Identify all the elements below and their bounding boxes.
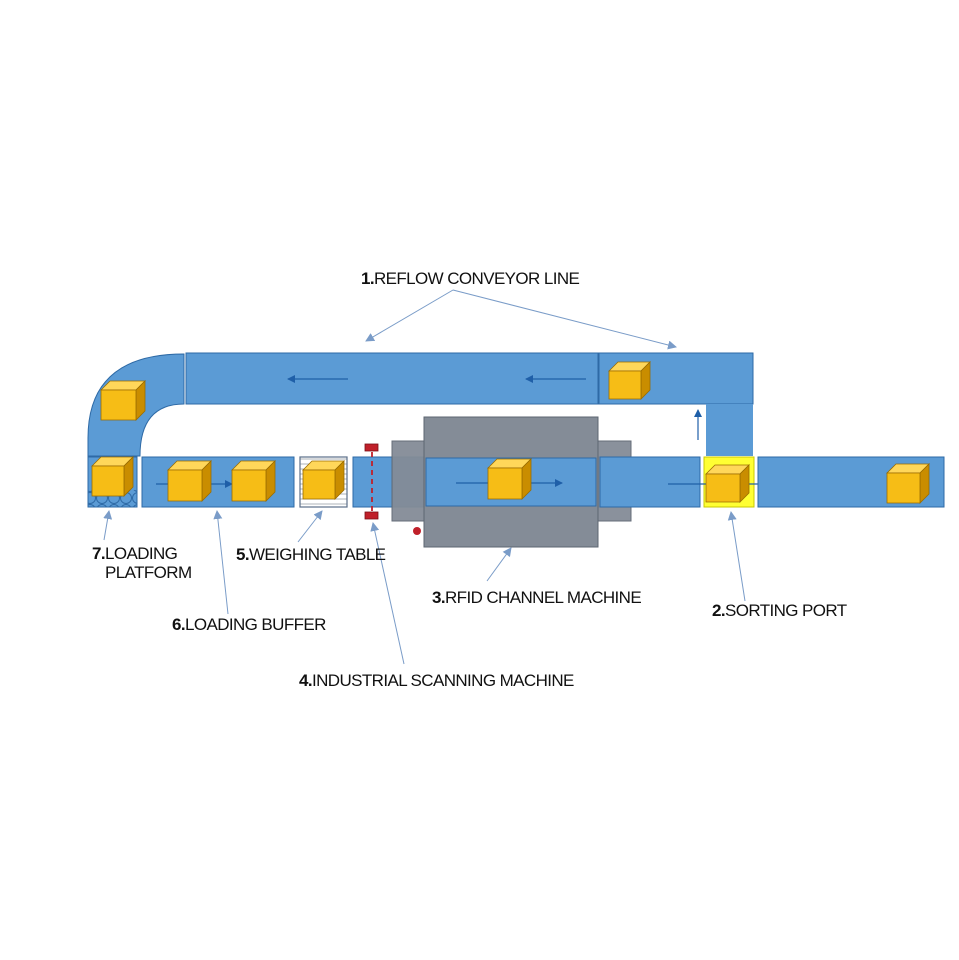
- parcel-box: [608, 361, 651, 400]
- parcel-box: [705, 464, 750, 503]
- reflow-conveyor: [87, 352, 754, 457]
- leader-rfid: [486, 547, 512, 582]
- sensor-dot: [413, 527, 421, 535]
- label-industrial-scanning-machine: 4.INDUSTRIAL SCANNING MACHINE: [299, 671, 574, 690]
- leader-reflow-left: [365, 289, 454, 342]
- leader-reflow-right: [452, 289, 677, 350]
- scanner-head-top: [364, 443, 379, 452]
- label-loading-buffer: 6.LOADING BUFFER: [172, 615, 326, 634]
- label-reflow-conveyor-line: 1.REFLOW CONVEYOR LINE: [361, 269, 580, 288]
- leader-sorting: [727, 511, 746, 602]
- rfid-side-plate-left: [391, 440, 425, 522]
- scanner-head-bottom: [364, 511, 379, 520]
- parcel-box: [167, 460, 212, 502]
- industrial-scanner: [364, 443, 421, 535]
- leader-lines: [103, 289, 746, 665]
- parcel-box: [100, 380, 146, 421]
- parcel-boxes: [91, 361, 930, 504]
- parcel-box: [487, 458, 532, 500]
- label-sorting-port: 2.SORTING PORT: [712, 601, 847, 620]
- label-weighing-table: 5.WEIGHING TABLE: [236, 545, 386, 564]
- leader-weighing: [297, 510, 323, 543]
- parcel-box: [886, 463, 930, 504]
- exit-conveyor-segment: [599, 456, 701, 508]
- parcel-box: [91, 456, 134, 497]
- leader-platform: [103, 510, 113, 541]
- leader-buffer: [213, 510, 229, 615]
- leader-scanning: [370, 522, 405, 665]
- parcel-box: [231, 460, 276, 502]
- parcel-box: [302, 460, 345, 500]
- reflow-riser-section: [706, 404, 753, 456]
- label-loading-platform-line1: 7.LOADING: [92, 544, 177, 563]
- label-loading-platform-line2: PLATFORM: [105, 563, 192, 582]
- label-rfid-channel-machine: 3.RFID CHANNEL MACHINE: [432, 588, 641, 607]
